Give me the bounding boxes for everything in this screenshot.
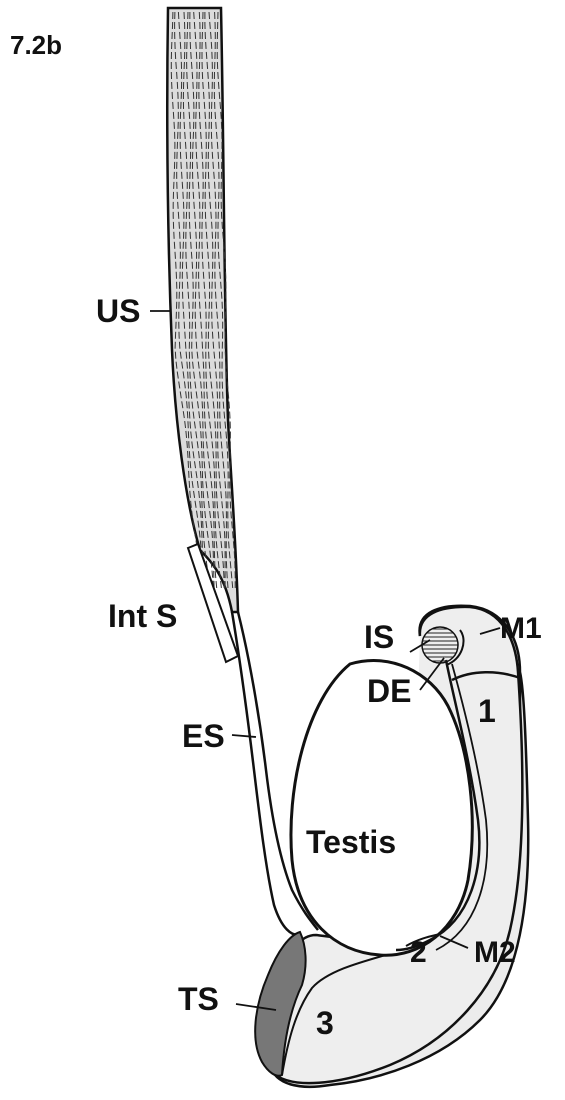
label-region-2: 2 [410, 936, 427, 969]
label-ts: TS [178, 981, 219, 1017]
label-int-s: Int S [108, 598, 177, 634]
label-testis: Testis [306, 824, 396, 860]
label-us: US [96, 293, 140, 329]
es-leader [232, 735, 256, 737]
label-es: ES [182, 718, 225, 754]
initial-segment [422, 627, 458, 663]
label-m2: M2 [474, 936, 516, 969]
label-region-1: 1 [478, 693, 496, 729]
label-is: IS [364, 619, 394, 655]
label-m1: M1 [500, 612, 542, 645]
label-de: DE [367, 673, 411, 709]
upper-segment [167, 8, 238, 612]
figure-number: 7.2b [10, 30, 62, 60]
label-region-3: 3 [316, 1005, 334, 1041]
